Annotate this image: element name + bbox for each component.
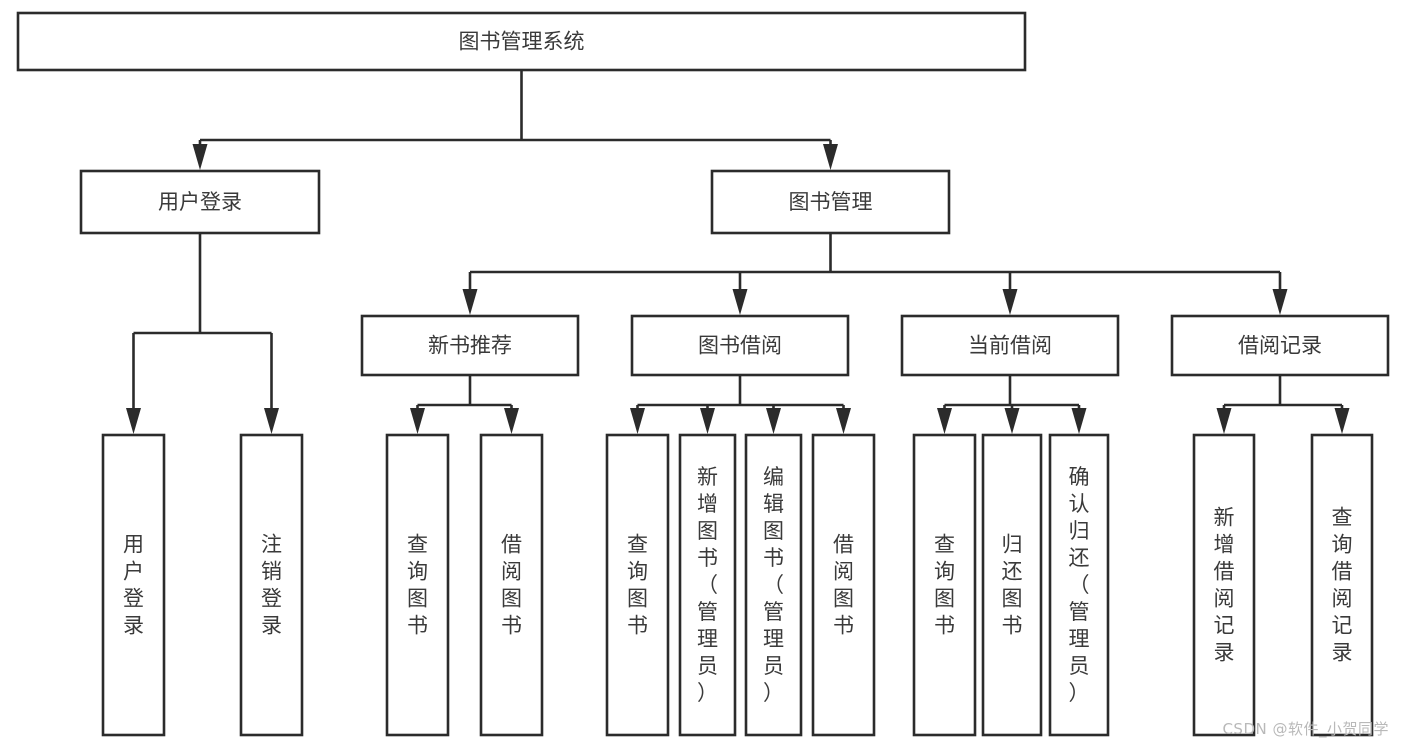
- arrow-head-icon: [937, 408, 952, 434]
- connector-group-book-borrow: [630, 375, 851, 434]
- arrow-head-icon: [766, 408, 781, 434]
- node-leaf-query-book-2[interactable]: 查询图书: [605, 433, 670, 737]
- connector-group-user-login: [126, 233, 279, 434]
- node-box: [900, 314, 1120, 377]
- node-book-manage[interactable]: 图书管理: [710, 169, 951, 235]
- node-label: 新书推荐: [428, 334, 512, 358]
- node-user-login[interactable]: 用户登录: [79, 169, 321, 235]
- node-leaf-confirm-return[interactable]: 确认归还（管理员）: [1048, 433, 1110, 737]
- node-box: [385, 433, 450, 737]
- arrow-head-icon: [192, 144, 208, 170]
- arrow-head-icon: [1071, 408, 1087, 434]
- node-box: [1310, 433, 1374, 737]
- node-current-borrow[interactable]: 当前借阅: [900, 314, 1120, 377]
- connector-group-borrow-record: [1216, 375, 1350, 434]
- arrow-head-icon: [1272, 289, 1288, 315]
- node-box: [1048, 433, 1110, 737]
- node-box: [360, 314, 580, 377]
- node-box: [811, 433, 876, 737]
- arrow-head-icon: [630, 408, 645, 434]
- arrow-head-icon: [1216, 408, 1232, 434]
- node-box: [981, 433, 1043, 737]
- node-label: 查询图书: [627, 533, 648, 638]
- connector-group-current-borrow: [937, 375, 1087, 434]
- node-box: [678, 433, 737, 737]
- arrow-head-icon: [1004, 408, 1020, 434]
- node-label: 确认归还（管理员）: [1069, 465, 1090, 705]
- node-label: 查询图书: [407, 533, 428, 638]
- node-box: [101, 433, 166, 737]
- node-box: [1192, 433, 1256, 737]
- node-leaf-logout[interactable]: 注销登录: [239, 433, 304, 737]
- node-label: 图书借阅: [698, 334, 782, 358]
- node-box: [744, 433, 803, 737]
- node-label: 注销登录: [261, 533, 282, 638]
- arrow-head-icon: [700, 408, 715, 434]
- node-box: [79, 169, 321, 235]
- node-label: 图书管理系统: [459, 30, 585, 54]
- node-box: [239, 433, 304, 737]
- node-box: [912, 433, 977, 737]
- node-box: [710, 169, 951, 235]
- node-leaf-query-record[interactable]: 查询借阅记录: [1310, 433, 1374, 737]
- node-leaf-query-book-1[interactable]: 查询图书: [385, 433, 450, 737]
- node-layer: 图书管理系统用户登录图书管理新书推荐图书借阅当前借阅借阅记录用户登录注销登录查询…: [16, 11, 1390, 737]
- node-root[interactable]: 图书管理系统: [16, 11, 1027, 72]
- node-box: [16, 11, 1027, 72]
- node-label: 归还图书: [1002, 533, 1023, 638]
- connector-group-root: [192, 70, 838, 170]
- arrow-head-icon: [1334, 408, 1350, 434]
- node-leaf-query-book-3[interactable]: 查询图书: [912, 433, 977, 737]
- node-label: 用户登录: [158, 190, 242, 214]
- arrow-head-icon: [1002, 289, 1018, 315]
- node-label: 查询图书: [934, 533, 955, 638]
- arrow-head-icon: [126, 408, 141, 434]
- node-leaf-borrow-book-1[interactable]: 借阅图书: [479, 433, 544, 737]
- node-label: 用户登录: [123, 533, 144, 638]
- connector-group-book-manage: [462, 233, 1288, 315]
- arrow-head-icon: [410, 408, 425, 434]
- node-book-borrow[interactable]: 图书借阅: [630, 314, 850, 377]
- node-leaf-add-book[interactable]: 新增图书（管理员）: [678, 433, 737, 737]
- connector-group-new-book-rec: [410, 375, 519, 434]
- node-box: [605, 433, 670, 737]
- node-box: [630, 314, 850, 377]
- arrow-head-icon: [823, 144, 838, 170]
- node-label: 新增借阅记录: [1214, 506, 1235, 665]
- node-box: [1170, 314, 1390, 377]
- arrow-head-icon: [504, 408, 519, 434]
- arrow-head-icon: [462, 289, 478, 315]
- arrow-head-icon: [264, 408, 279, 434]
- node-label: 新增图书（管理员）: [697, 465, 718, 705]
- node-label: 图书管理: [789, 190, 873, 214]
- node-leaf-user-login[interactable]: 用户登录: [101, 433, 166, 737]
- arrow-head-icon: [836, 408, 851, 434]
- node-box: [479, 433, 544, 737]
- node-label: 查询借阅记录: [1332, 506, 1353, 665]
- node-label: 借阅图书: [833, 533, 854, 638]
- node-leaf-borrow-book-2[interactable]: 借阅图书: [811, 433, 876, 737]
- node-leaf-return-book[interactable]: 归还图书: [981, 433, 1043, 737]
- node-borrow-record[interactable]: 借阅记录: [1170, 314, 1390, 377]
- node-label: 借阅记录: [1238, 334, 1322, 358]
- node-label: 借阅图书: [501, 533, 522, 638]
- arrow-head-icon: [732, 289, 748, 315]
- node-label: 编辑图书（管理员）: [763, 465, 784, 705]
- node-leaf-edit-book[interactable]: 编辑图书（管理员）: [744, 433, 803, 737]
- node-leaf-add-record[interactable]: 新增借阅记录: [1192, 433, 1256, 737]
- connector-layer: [126, 70, 1350, 434]
- node-label: 当前借阅: [968, 334, 1052, 358]
- node-new-book-rec[interactable]: 新书推荐: [360, 314, 580, 377]
